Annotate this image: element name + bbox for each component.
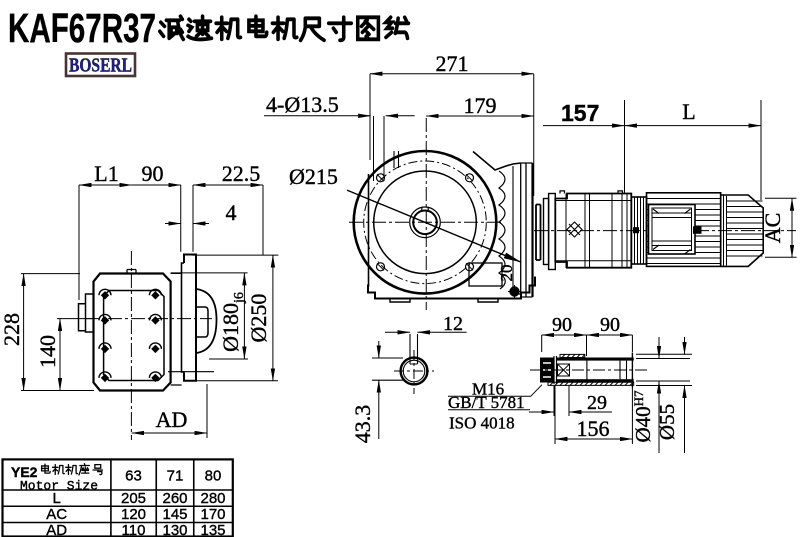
svg-text:280: 280 xyxy=(200,490,225,507)
svg-text:157: 157 xyxy=(561,100,599,126)
svg-text:130: 130 xyxy=(162,522,187,537)
svg-text:Ø250: Ø250 xyxy=(246,294,271,343)
svg-text:4-Ø13.5: 4-Ø13.5 xyxy=(266,92,339,117)
svg-text:90: 90 xyxy=(600,314,620,336)
svg-text:90: 90 xyxy=(552,314,572,336)
svg-text:228: 228 xyxy=(0,313,24,346)
svg-text:71: 71 xyxy=(167,468,184,485)
svg-text:L: L xyxy=(682,99,695,124)
svg-text:YE2: YE2 xyxy=(11,464,38,480)
svg-text:80: 80 xyxy=(205,468,222,485)
svg-text:L1: L1 xyxy=(94,161,118,186)
svg-text:AD: AD xyxy=(156,407,188,432)
svg-text:170: 170 xyxy=(200,506,225,523)
svg-text:AD: AD xyxy=(46,522,67,537)
svg-text:Ø55: Ø55 xyxy=(655,404,679,440)
svg-text:BOSERL: BOSERL xyxy=(69,55,132,77)
svg-text:4: 4 xyxy=(226,200,237,225)
svg-text:205: 205 xyxy=(121,490,146,507)
svg-text:M16: M16 xyxy=(472,380,504,399)
svg-text:KAF67R37: KAF67R37 xyxy=(8,5,156,51)
svg-text:ISO 4018: ISO 4018 xyxy=(449,414,515,433)
svg-text:135: 135 xyxy=(200,522,225,537)
svg-text:22.5: 22.5 xyxy=(222,161,261,186)
svg-text:GB/T 5781: GB/T 5781 xyxy=(448,393,525,412)
svg-text:29: 29 xyxy=(587,392,607,414)
svg-text:Ø215: Ø215 xyxy=(289,164,338,189)
svg-text:43.3: 43.3 xyxy=(350,405,375,444)
svg-text:AC: AC xyxy=(46,506,67,523)
svg-text:260: 260 xyxy=(162,490,187,507)
svg-text:90: 90 xyxy=(142,161,164,186)
svg-text:120: 120 xyxy=(121,506,146,523)
svg-text:AC: AC xyxy=(760,213,785,244)
svg-text:271: 271 xyxy=(436,51,469,76)
svg-text:179: 179 xyxy=(464,93,497,118)
svg-text:L: L xyxy=(53,490,61,507)
svg-text:63: 63 xyxy=(125,468,142,485)
svg-text:110: 110 xyxy=(122,522,146,537)
svg-text:145: 145 xyxy=(162,506,187,523)
svg-text:20: 20 xyxy=(497,265,516,282)
svg-text:12: 12 xyxy=(443,313,463,335)
svg-text:156: 156 xyxy=(577,416,610,441)
svg-text:140: 140 xyxy=(35,335,60,368)
svg-text:Motor Size: Motor Size xyxy=(20,479,98,494)
